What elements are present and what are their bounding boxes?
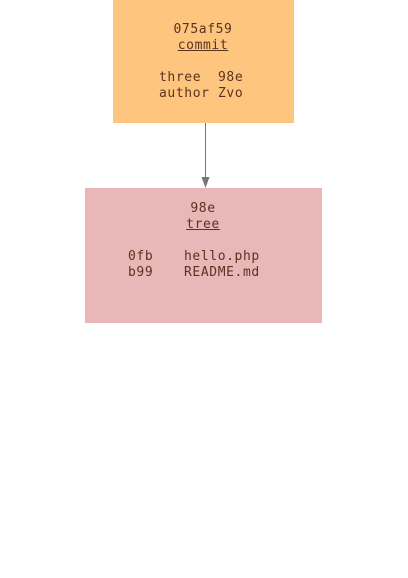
arrowhead-icon <box>201 177 210 188</box>
tree-node[interactable]: 98e tree 0fb hello.php b99 README.md <box>85 188 322 323</box>
commit-type-label: commit <box>177 38 229 53</box>
commit-author: author Zvo <box>159 86 244 101</box>
commit-tree-reference: three 98e <box>159 70 244 85</box>
tree-entry-hash: 0fb <box>128 249 154 264</box>
tree-entry-name: hello.php <box>184 249 260 264</box>
tree-type-label: tree <box>186 217 220 232</box>
commit-node[interactable]: 075af59 commit three 98e author Zvo <box>113 0 294 123</box>
tree-entry-name: README.md <box>184 265 260 280</box>
tree-entry-hash: b99 <box>128 265 154 280</box>
commit-hash: 075af59 <box>173 22 233 37</box>
tree-hash: 98e <box>190 201 216 216</box>
